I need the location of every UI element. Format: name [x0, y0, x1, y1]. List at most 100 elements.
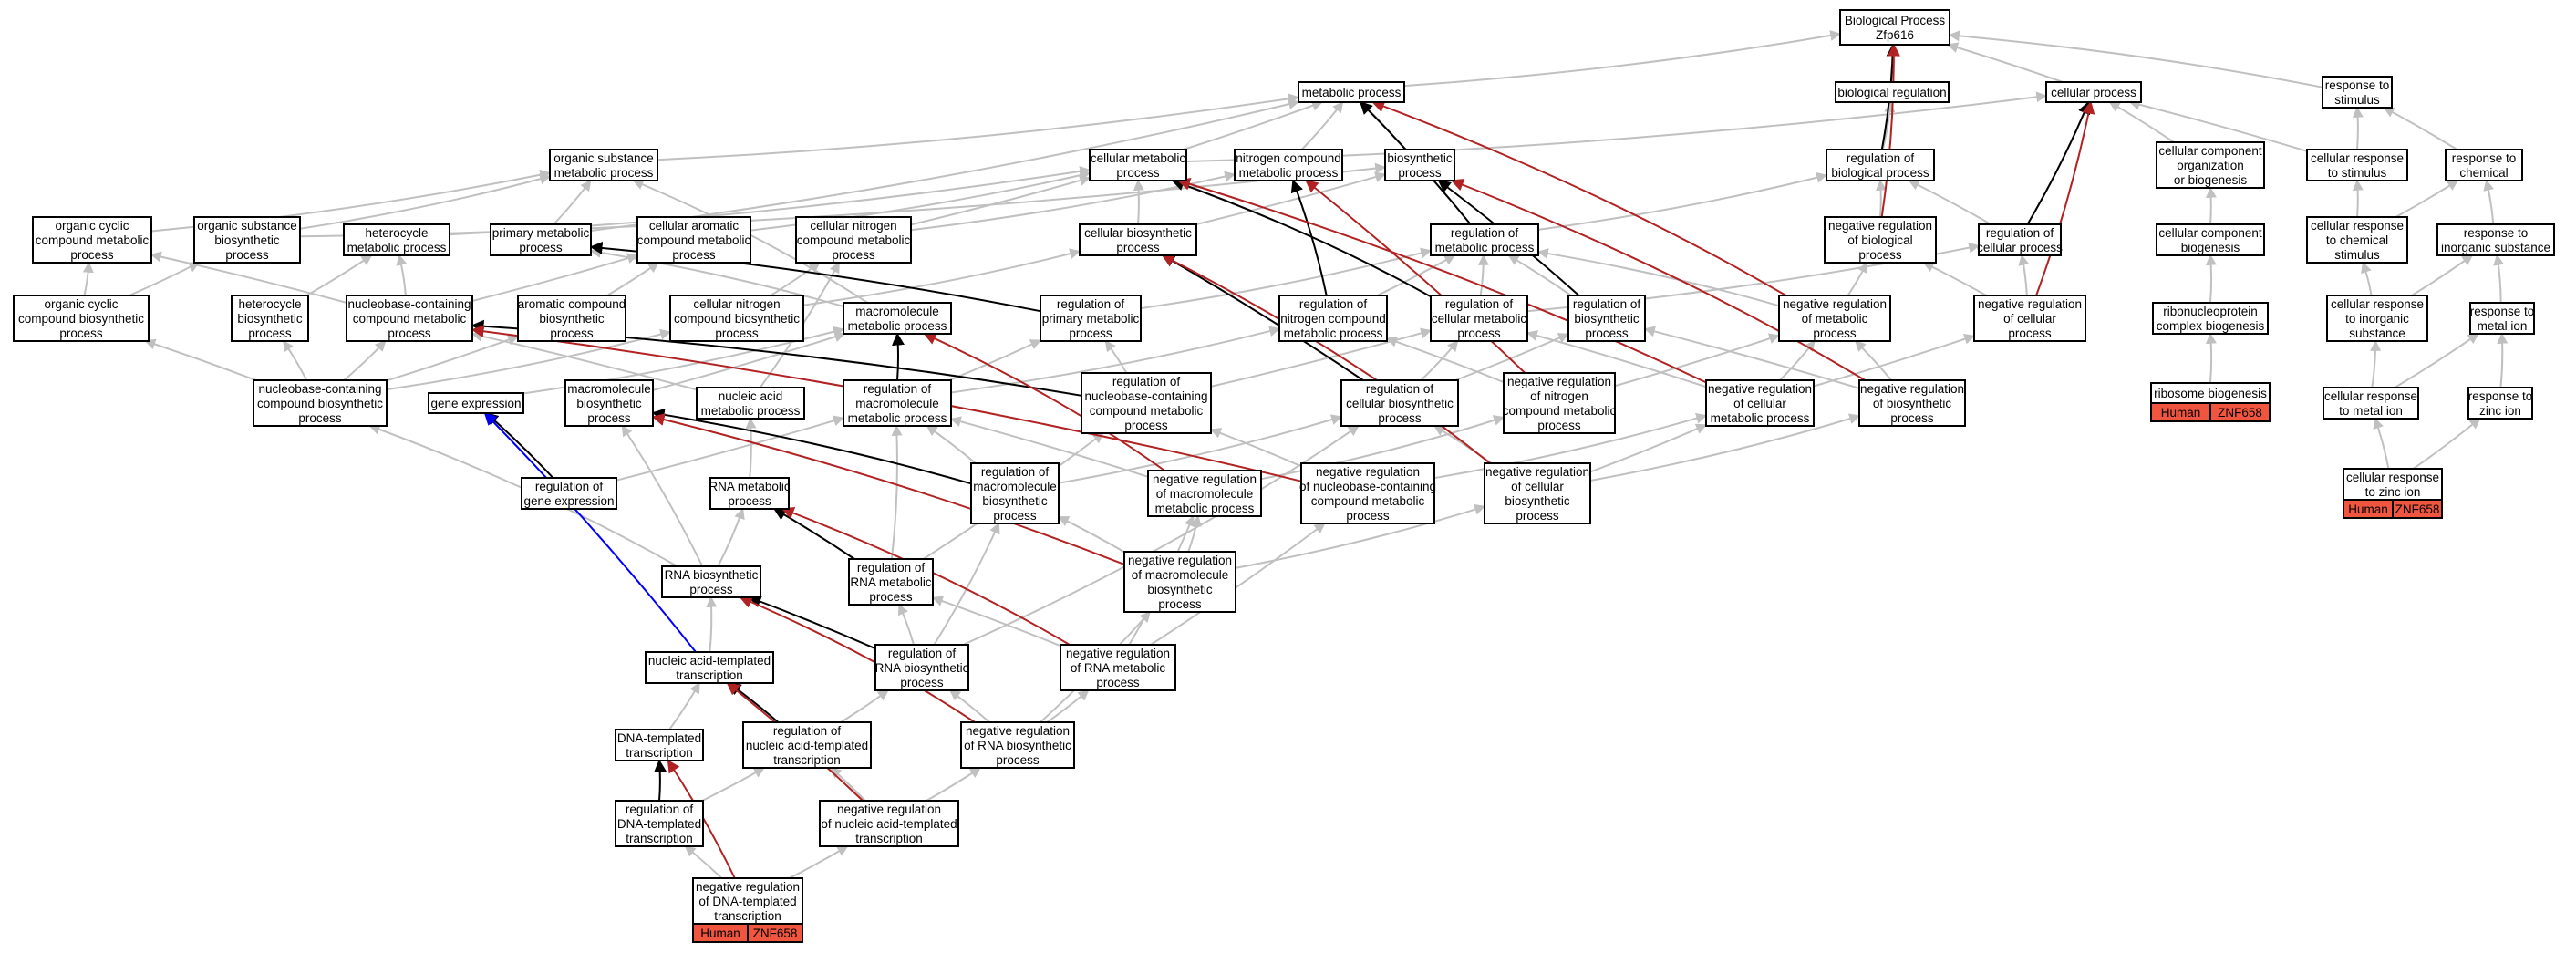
go-term-label: substance	[2349, 326, 2405, 340]
go-term-label: process	[1858, 248, 1902, 262]
go-term-label: negative regulation	[696, 880, 800, 894]
go-term-label: response to	[2464, 226, 2529, 240]
go-term-label: metabolic process	[1302, 86, 1402, 99]
edge-black-regrnamet-to-rnamet	[772, 508, 855, 560]
go-term-box	[490, 223, 592, 256]
go-term-label: negative regulation	[1066, 647, 1170, 660]
go-term-label: regulation of	[535, 480, 604, 493]
edge-grey-arombio-to-cellarom	[606, 262, 659, 296]
go-term-label: inorganic substance	[2441, 241, 2550, 254]
edge-grey-reggene-to-regmacmet	[616, 415, 845, 482]
go-term-label: regulation of	[1445, 297, 1514, 311]
go-term-label: cellular nitrogen	[810, 219, 896, 233]
go-term-label: transcription	[855, 832, 923, 845]
go-term-cellproc[interactable]: cellular process	[2045, 81, 2142, 103]
edge-grey-regbiosyn-to-regmet	[1507, 254, 1572, 296]
edge-grey-cellrespstim-to-cellproc	[2128, 98, 2308, 152]
go-term-regnucmet[interactable]: regulation ofnucleobase-containingcompou…	[1081, 372, 1212, 434]
go-term-metab[interactable]: metabolic process	[1298, 81, 1405, 103]
go-term-label: of biological	[1847, 233, 1912, 247]
go-term-label: to zinc ion	[2365, 485, 2421, 499]
go-term-regmacbio[interactable]: regulation ofmacromoleculebiosyntheticpr…	[970, 462, 1060, 524]
go-term-label: transcription	[626, 746, 693, 760]
go-term-box	[1705, 379, 1815, 427]
edge-grey-regrnabio-to-regmacbio	[933, 522, 1000, 646]
go-term-label: of cellular	[1733, 397, 1786, 410]
go-term-label: compound metabolic	[1311, 494, 1425, 508]
go-term-label: macromolecule	[855, 397, 939, 410]
go-term-label: regulation of	[1366, 382, 1434, 396]
go-term-box	[874, 644, 969, 691]
go-term-geneexp[interactable]: gene expression	[428, 392, 524, 414]
go-term-bioreg[interactable]: biological regulation	[1835, 81, 1950, 103]
go-term-ribo[interactable]: ribosome biogenesis	[2150, 382, 2271, 404]
